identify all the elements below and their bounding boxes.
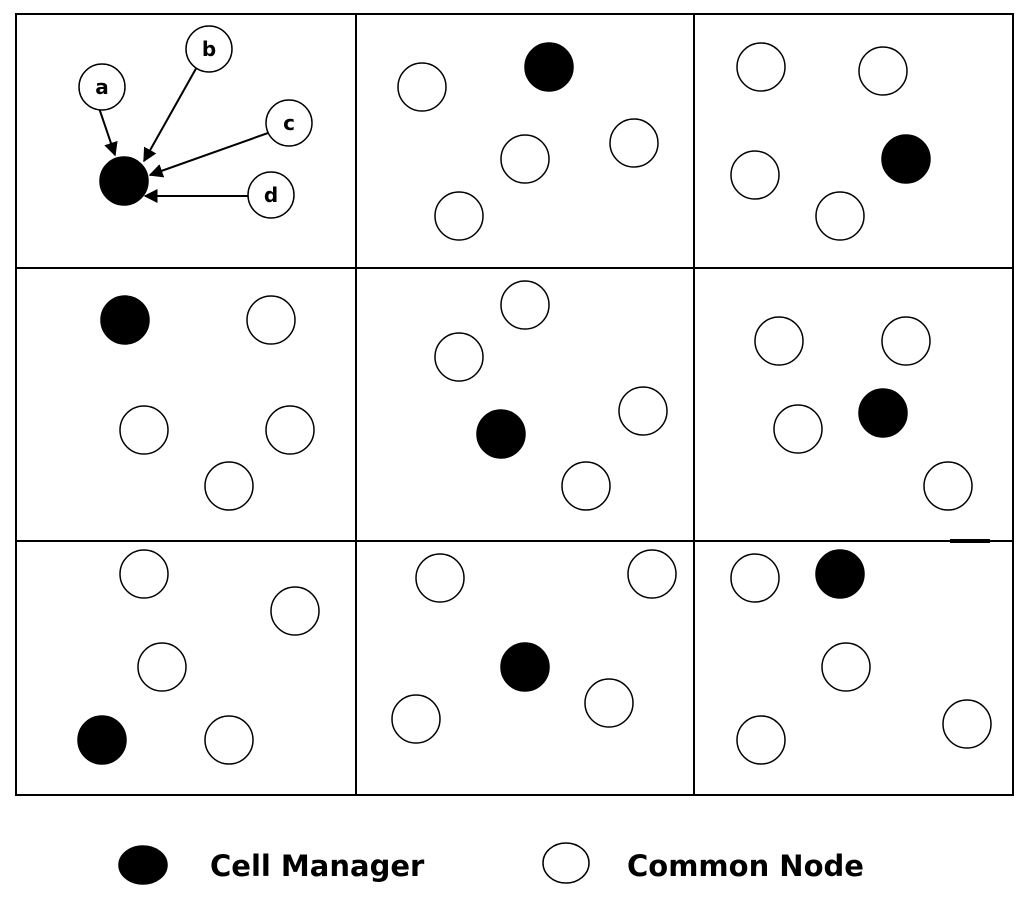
- grid: [15, 13, 1014, 796]
- common-node: [730, 553, 780, 603]
- node-label-d: d: [264, 183, 278, 207]
- common-node: [618, 386, 668, 436]
- common-node: [500, 134, 550, 184]
- cell-8: [391, 549, 677, 744]
- common-node: [265, 405, 315, 455]
- cell-6: [754, 316, 973, 511]
- node-label-b: b: [202, 37, 216, 61]
- cell-manager: [500, 642, 550, 692]
- common-node: [627, 549, 677, 599]
- common-node: [397, 62, 447, 112]
- common-node: [137, 642, 187, 692]
- common-node: [584, 678, 634, 728]
- arrow-a: [97, 104, 118, 157]
- common-node: [858, 46, 908, 96]
- cell-manager: [476, 409, 526, 459]
- common-node: [736, 42, 786, 92]
- common-node: [754, 316, 804, 366]
- common-node-d: [247, 171, 295, 219]
- cell-9: [730, 549, 992, 765]
- common-node: [204, 461, 254, 511]
- cell-2: [397, 42, 659, 241]
- common-node: [391, 694, 441, 744]
- cell-3: [730, 42, 931, 241]
- common-node: [119, 549, 169, 599]
- cell-manager: [858, 388, 908, 438]
- common-node-c: [265, 99, 313, 147]
- cell-7: [77, 549, 320, 765]
- cell-manager: [100, 295, 150, 345]
- cell-manager: [881, 134, 931, 184]
- cell-4: [100, 295, 315, 511]
- legend: Cell Manager Common Node: [118, 842, 864, 885]
- arrow-c: [148, 132, 269, 178]
- common-node: [609, 118, 659, 168]
- common-node-a: [78, 63, 126, 111]
- common-node: [415, 553, 465, 603]
- legend-cell-manager-label: Cell Manager: [210, 849, 425, 883]
- common-node: [730, 150, 780, 200]
- grid-border: [15, 13, 1014, 796]
- common-node: [246, 295, 296, 345]
- common-node: [773, 404, 823, 454]
- arrow-b: [143, 64, 199, 163]
- common-node: [821, 642, 871, 692]
- common-node: [815, 191, 865, 241]
- common-node: [119, 405, 169, 455]
- node-label-c: c: [283, 111, 295, 135]
- node-label-a: a: [95, 75, 109, 99]
- common-node: [434, 332, 484, 382]
- common-node: [736, 715, 786, 765]
- common-node-b: [185, 25, 233, 73]
- common-node: [434, 191, 484, 241]
- common-node: [270, 586, 320, 636]
- cell-manager: [77, 715, 127, 765]
- cell-manager: [815, 549, 865, 599]
- cell-1: a b c d: [78, 25, 313, 219]
- cell-manager: [524, 42, 574, 92]
- cell-manager: [99, 156, 149, 206]
- legend-common-node-label: Common Node: [627, 849, 864, 883]
- common-node: [204, 715, 254, 765]
- common-node: [923, 461, 973, 511]
- common-node: [500, 280, 550, 330]
- legend-cell-manager-icon: [118, 845, 168, 885]
- legend-common-node-icon: [542, 842, 590, 884]
- cell-5: [434, 280, 668, 511]
- common-node: [942, 699, 992, 749]
- common-node: [561, 461, 611, 511]
- common-node: [881, 316, 931, 366]
